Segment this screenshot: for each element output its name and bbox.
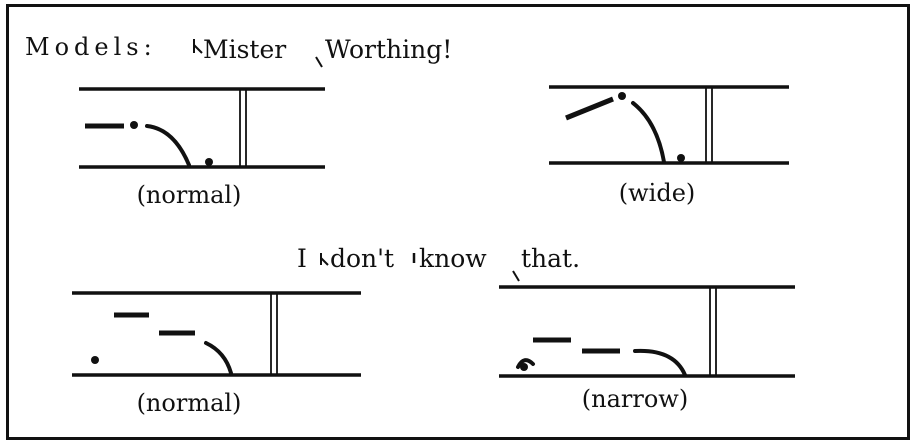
panel-3-normal xyxy=(72,291,361,377)
low-fall-mark-worthing xyxy=(315,56,323,68)
tone-marks xyxy=(193,39,520,282)
word-dont: don't xyxy=(330,244,395,273)
word-that: that. xyxy=(521,244,581,273)
panel-1-tail-dot xyxy=(205,158,213,166)
caption-panel-2: (wide) xyxy=(618,179,696,207)
panel-2-tail-dot xyxy=(677,154,685,162)
word-know: know xyxy=(419,244,487,273)
panel-4-narrow xyxy=(499,285,795,378)
low-fall-mark-that xyxy=(512,270,520,282)
models-label: Models: xyxy=(25,33,157,61)
panel-4-low-hook xyxy=(516,358,535,369)
figure-frame: Models: Mister Worthing! I don't know th… xyxy=(6,4,910,440)
word-worthing: Worthing! xyxy=(325,35,453,64)
panel-2-wide xyxy=(549,85,789,165)
panel-2-stress-dot xyxy=(618,92,626,100)
panel-2-fall-curve xyxy=(631,101,666,164)
word-mister: Mister xyxy=(203,35,287,64)
intonation-panels xyxy=(72,85,795,378)
caption-panel-4: (narrow) xyxy=(581,385,689,413)
panel-4-fall-curve xyxy=(633,348,687,377)
caption-panel-3: (normal) xyxy=(136,389,242,417)
panel-1-fall-curve xyxy=(145,124,191,167)
word-i: I xyxy=(297,244,307,273)
panel-1-stress-dot xyxy=(130,121,138,129)
caption-panel-1: (normal) xyxy=(136,181,242,209)
panel-3-fall-curve xyxy=(204,341,233,375)
panel-4-low-dot xyxy=(520,363,528,371)
panel-3-low-dot xyxy=(91,356,99,364)
panel-2-dash xyxy=(565,96,614,121)
panel-1-normal xyxy=(79,87,325,169)
